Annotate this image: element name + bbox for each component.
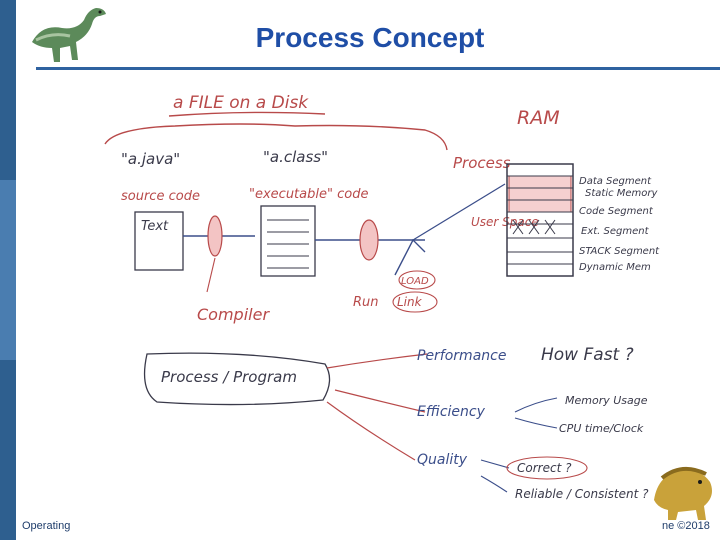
source-code-label: source code — [121, 189, 200, 204]
dynamic-memory-label: Dynamic Mem — [579, 262, 651, 273]
pointer-mark — [207, 258, 215, 292]
compiler-label: Compiler — [197, 305, 270, 324]
footer-copyright: ne ©2018 — [662, 520, 710, 532]
executable-code-label: "executable" code — [249, 187, 368, 202]
process-sketch: a FILE on a Disk RAM "a.java" "a.class" … — [95, 80, 675, 515]
slide-title: Process Concept — [160, 22, 580, 54]
reliable-label: Reliable / Consistent ? — [515, 487, 649, 501]
memory-usage-label: Memory Usage — [565, 394, 648, 407]
cpu-time-label: CPU time/Clock — [559, 422, 644, 435]
correct-label: Correct ? — [517, 461, 572, 475]
process-region-mark — [509, 176, 571, 212]
performance-label: Performance — [417, 348, 506, 364]
quality-label: Quality — [417, 452, 468, 468]
compiler-lens-mark — [208, 216, 222, 256]
process-program-label: Process / Program — [161, 368, 297, 386]
sidebar-stripe — [0, 0, 16, 540]
a-java-label: "a.java" — [121, 150, 180, 168]
dinosaur-corner-icon — [648, 460, 718, 522]
brace-mark — [105, 124, 447, 150]
code-segment-label: Code Segment — [579, 206, 654, 217]
code-lines-mark — [267, 220, 309, 268]
arrow-mark — [335, 390, 425, 412]
executable-box — [261, 206, 315, 276]
data-segment-label: Data Segment — [579, 176, 652, 187]
header-divider — [36, 67, 720, 70]
run-label: Run — [353, 295, 379, 310]
a-class-label: "a.class" — [263, 148, 328, 166]
static-memory-label: Static Memory — [585, 188, 659, 199]
user-space-label: User Space — [471, 215, 539, 229]
ram-label: RAM — [517, 107, 560, 129]
file-on-disk-label: a FILE on a Disk — [173, 93, 309, 113]
branch-mark — [515, 398, 557, 428]
ext-segment-label: Ext. Segment — [581, 226, 650, 237]
link-label: Link — [397, 295, 423, 309]
dinosaur-logo-icon — [22, 2, 114, 66]
footer-course: Operating — [22, 520, 90, 532]
efficiency-label: Efficiency — [417, 404, 486, 420]
arrow-mark — [327, 402, 415, 460]
load-label: LOAD — [401, 276, 429, 287]
how-fast-label: How Fast ? — [541, 345, 634, 365]
stack-segment-label: STACK Segment — [579, 246, 660, 257]
arrow-to-ram-mark — [413, 184, 505, 240]
process-label: Process — [453, 154, 511, 172]
load-arrow-mark — [395, 240, 425, 275]
branch-mark — [481, 460, 509, 492]
arrow-mark — [327, 354, 427, 368]
text-label: Text — [141, 219, 169, 234]
run-lens-mark — [360, 220, 378, 260]
